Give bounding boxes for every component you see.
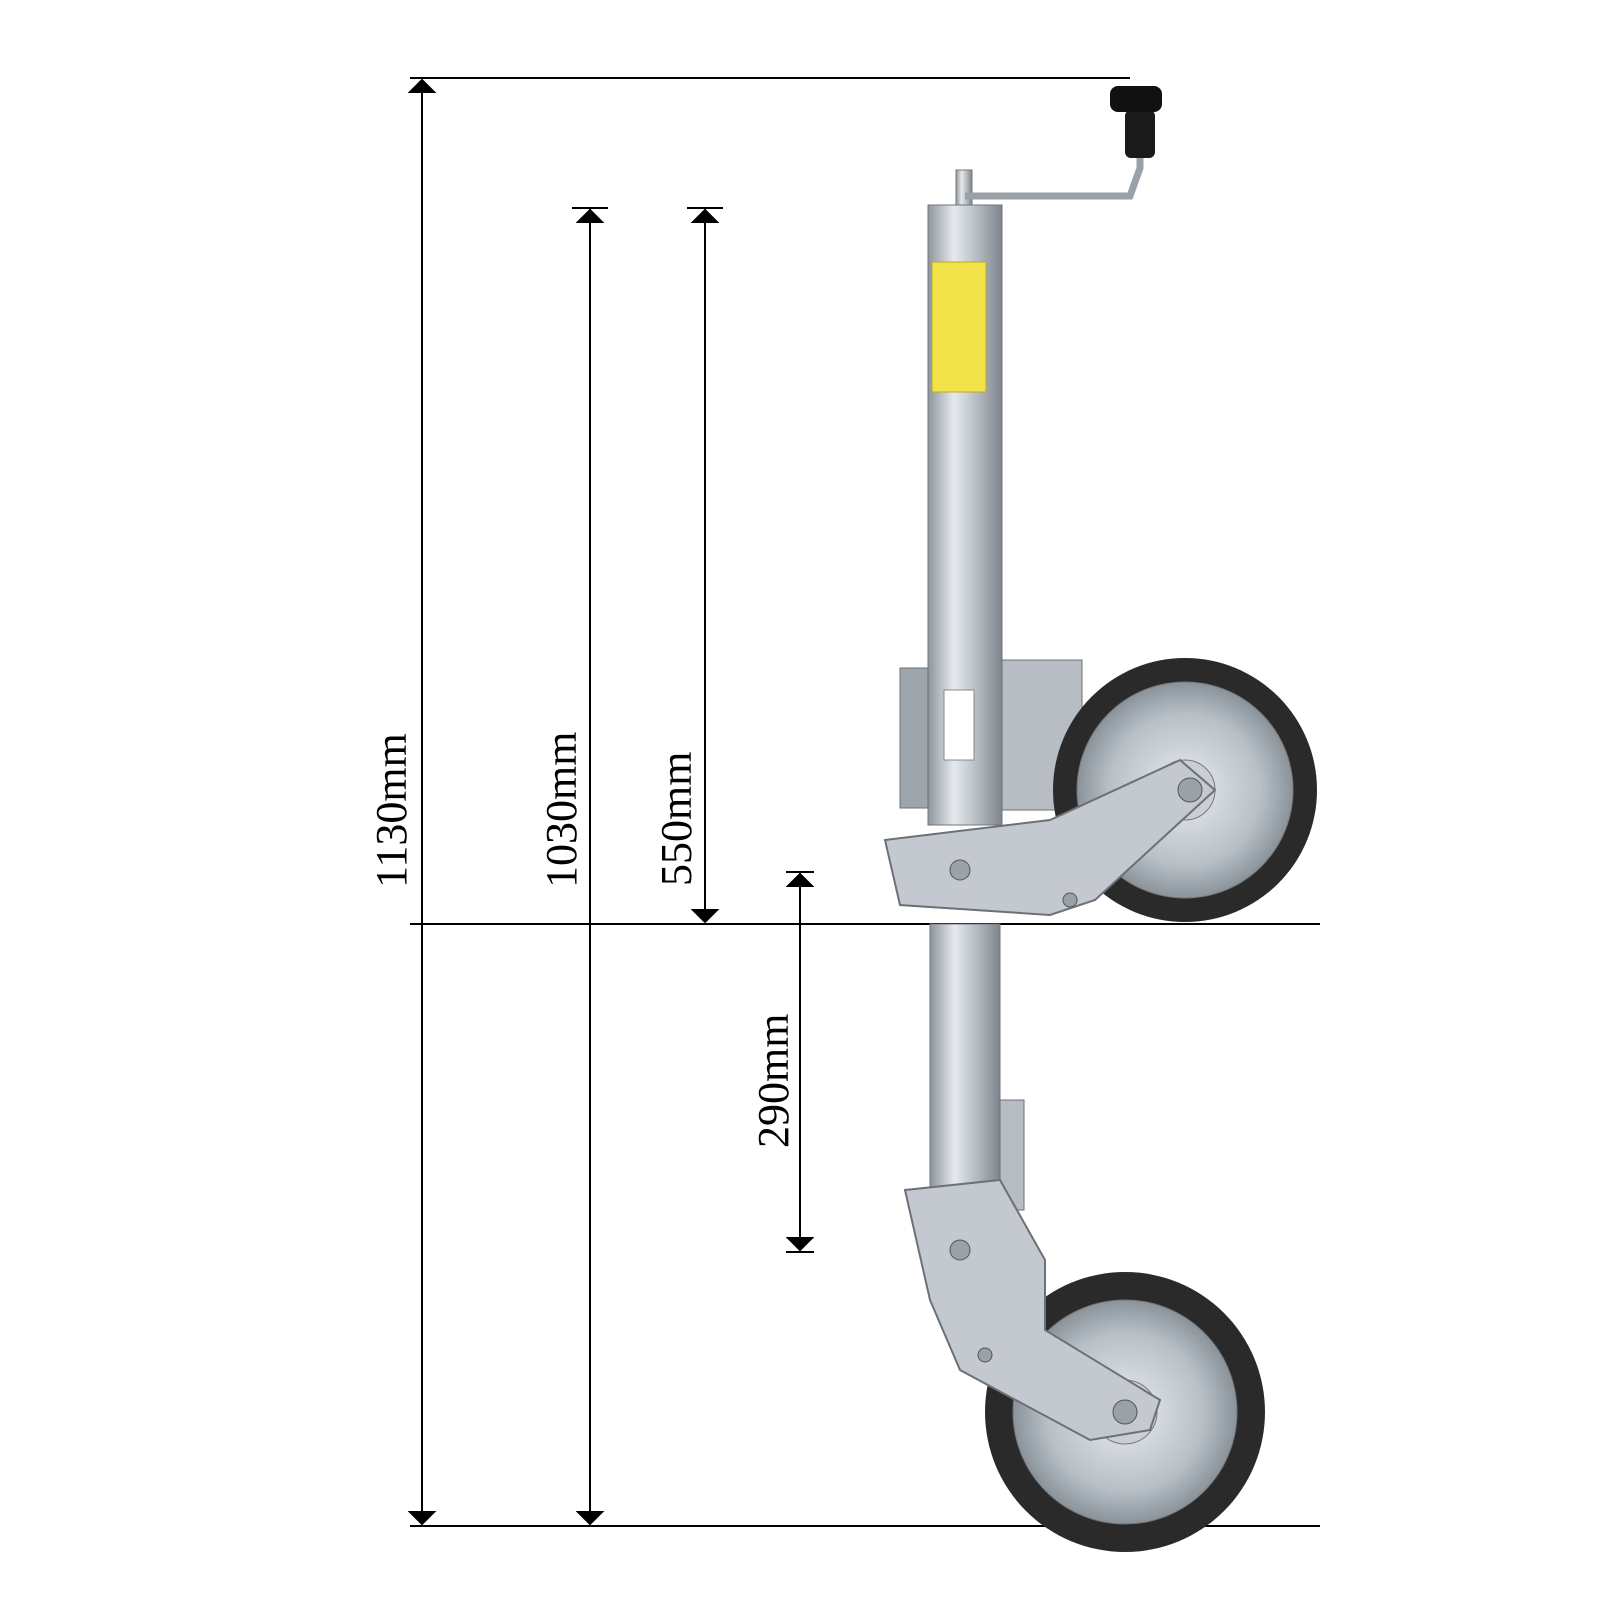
dimension-label-total-height: 1130mm [367, 733, 416, 888]
dimension-arrows [407, 78, 815, 1526]
jockey-wheel-extended [903, 923, 1265, 1552]
dimension-label-stroke: 550mm [652, 751, 701, 886]
dimension-label-extended-height: 1030mm [537, 731, 586, 888]
dimension-label-wheel-drop: 290mm [749, 1013, 798, 1148]
jockey-wheel-retracted [883, 86, 1317, 922]
